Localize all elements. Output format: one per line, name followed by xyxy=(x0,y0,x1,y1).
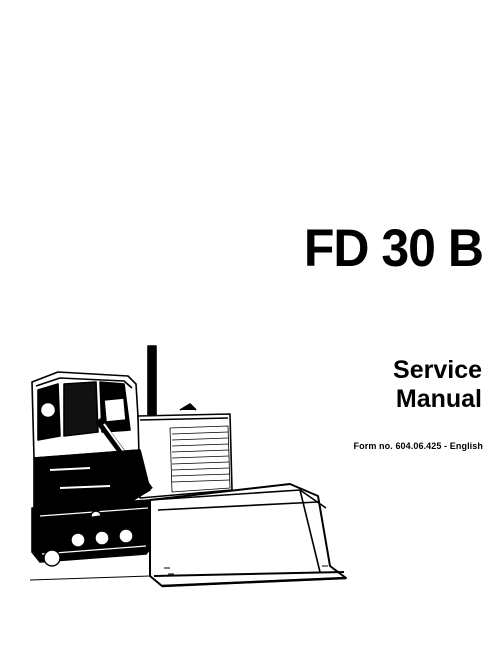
form-number: Form no. 604.06.425 - English xyxy=(353,441,483,451)
document-type-line-1: Service xyxy=(393,356,482,384)
document-type: Service Manual xyxy=(393,356,482,414)
crawler-dozer-illustration xyxy=(29,345,347,588)
document-type-line-2: Manual xyxy=(395,385,482,413)
model-title: FD 30 B xyxy=(303,218,484,278)
